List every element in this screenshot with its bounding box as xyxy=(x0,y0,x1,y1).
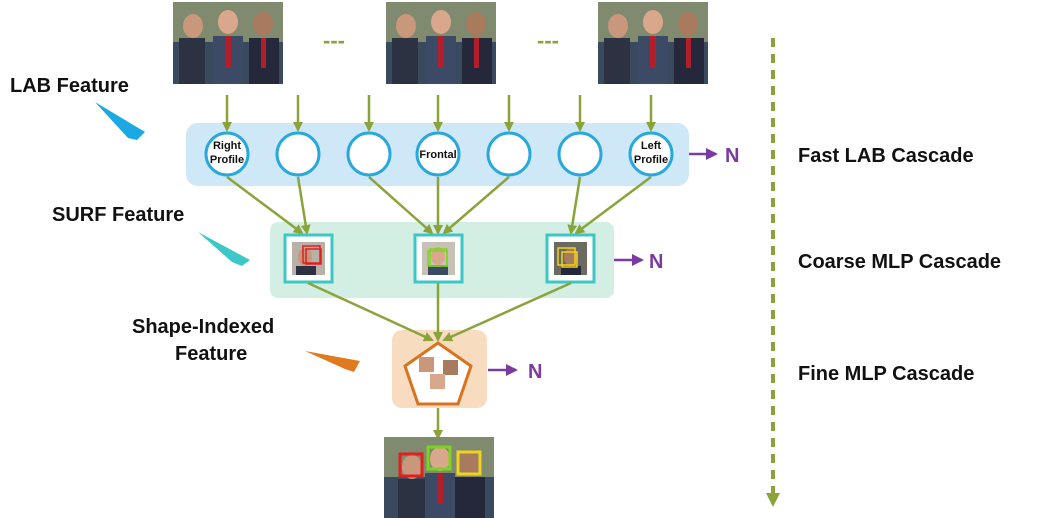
input-arrows xyxy=(222,95,656,132)
surf-node-right-profile xyxy=(283,233,334,284)
input-photo-2 xyxy=(386,2,496,84)
reject-arrow-lab: N xyxy=(689,145,739,167)
lab-node-1: Right Profile xyxy=(204,131,250,177)
lab-node-3 xyxy=(346,131,392,177)
shape-indexed-pointer xyxy=(305,351,360,372)
surf-node-frontal xyxy=(413,233,464,284)
lab-node-label: Profile xyxy=(634,154,668,166)
n-label: N xyxy=(528,361,542,383)
surf-to-fine-arrows xyxy=(307,281,572,342)
lab-to-surf-arrows xyxy=(226,175,652,235)
ellipsis-2: --- xyxy=(537,28,559,53)
input-photo-3 xyxy=(598,2,708,84)
stage-label-fine-mlp: Fine MLP Cascade xyxy=(798,363,974,385)
n-label: N xyxy=(649,251,663,273)
input-photo-1 xyxy=(173,2,283,84)
surf-node-left-profile xyxy=(545,233,596,284)
shape-indexed-label-line1: Shape-Indexed xyxy=(132,316,274,338)
lab-feature-pointer xyxy=(95,102,145,140)
lab-node-label: Profile xyxy=(210,154,244,166)
lab-node-5 xyxy=(486,131,532,177)
surf-feature-label: SURF Feature xyxy=(52,204,184,226)
reject-arrow-fine: N xyxy=(488,361,542,383)
lab-node-4: Frontal xyxy=(415,131,461,177)
lab-feature-label: LAB Feature xyxy=(10,75,129,97)
lab-node-7: Left Profile xyxy=(628,131,674,177)
lab-node-label: Left xyxy=(641,140,662,152)
stage-label-fast-lab: Fast LAB Cascade xyxy=(798,145,974,167)
ellipsis-1: --- xyxy=(323,28,345,53)
stage-label-coarse-mlp: Coarse MLP Cascade xyxy=(798,251,1001,273)
n-label: N xyxy=(725,145,739,167)
fine-mlp-node xyxy=(403,341,473,406)
lab-node-label: Frontal xyxy=(419,149,456,161)
shape-indexed-label-line2: Feature xyxy=(175,343,247,365)
lab-node-2 xyxy=(275,131,321,177)
reject-arrow-surf: N xyxy=(614,251,663,273)
lab-node-6 xyxy=(557,131,603,177)
surf-feature-pointer xyxy=(198,232,250,266)
output-photo xyxy=(384,437,494,518)
lab-node-label: Right xyxy=(213,140,241,152)
